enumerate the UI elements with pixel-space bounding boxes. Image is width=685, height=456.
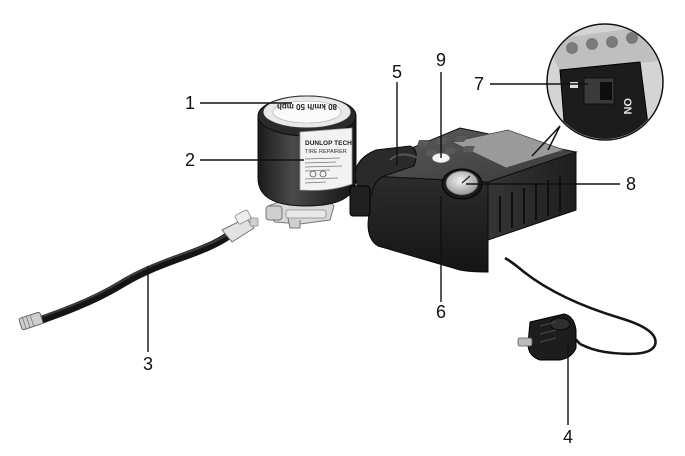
callout-3: 3 [142,354,153,374]
callout-7: 7 [473,74,484,94]
callout-6: 6 [435,302,446,322]
switch-on-label: ON [621,98,633,115]
callout-8: 8 [625,174,636,194]
callout-9: 9 [435,50,446,70]
filler-hose [18,209,259,331]
leader-lines [147,72,620,425]
callout-1: 1 [184,93,195,113]
power-plug [517,313,581,361]
callout-2: 2 [184,150,195,170]
bottle-label-line1: DUNLOP TECH [305,140,352,147]
bottle-label-line2: TIRE REPAIRER [305,149,347,155]
callout-5: 5 [391,62,402,82]
callout-4: 4 [562,427,573,447]
cap-speed-text: 80 km/h 50 mph [277,102,337,111]
compressor [349,23,664,356]
sealant-bottle: 80 km/h 50 mph DUNLOP TECH TIRE REPAIRER [257,95,357,229]
